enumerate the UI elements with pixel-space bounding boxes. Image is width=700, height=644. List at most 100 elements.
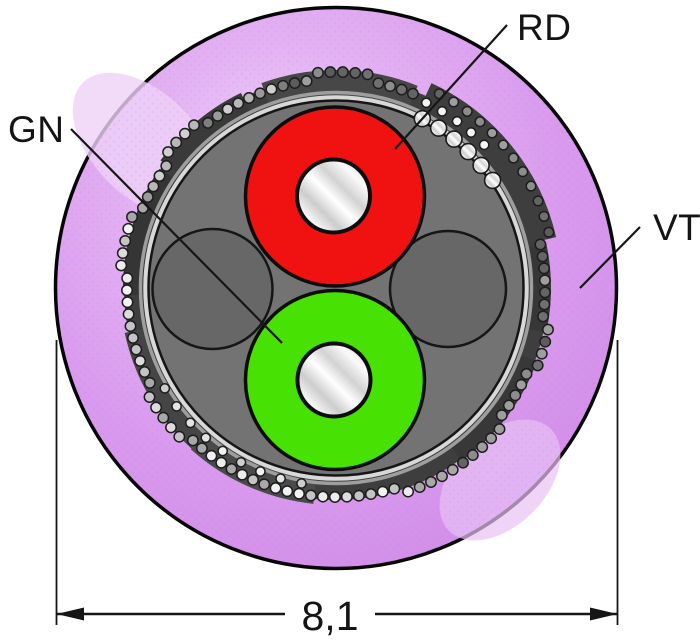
- braid-wire-dot: [281, 485, 294, 498]
- braid-wire-dot: [265, 83, 278, 96]
- braid-wire-dot: [515, 378, 528, 391]
- braid-wire-dot: [413, 481, 426, 494]
- braid-wire-dot: [536, 250, 549, 263]
- braid-wire-dot: [525, 180, 537, 192]
- braid-wires: [115, 66, 555, 503]
- braid-wire-dot: [349, 66, 362, 79]
- braid-wire-dot: [384, 80, 397, 93]
- braid-wire-dot: [217, 445, 229, 457]
- rd-leader-line: [394, 24, 508, 150]
- braid-wire-dot: [293, 487, 305, 500]
- braid-wire-dot: [376, 485, 389, 498]
- braid-wire-dot: [143, 376, 156, 389]
- braid-wire-dot: [157, 411, 170, 424]
- braid-wire-dot: [476, 441, 489, 453]
- braid-wire-dot: [141, 191, 154, 203]
- dimension-value: 8,1: [302, 593, 359, 639]
- dimension-arrow-right: [590, 607, 618, 621]
- braid-wire-dot: [517, 166, 529, 178]
- braid-wire-dot: [534, 238, 547, 251]
- braid-wire-dot: [254, 87, 267, 100]
- foil-layer-inner: [143, 95, 529, 481]
- filler-element-left: [151, 227, 274, 351]
- braid-wire-dot: [328, 491, 341, 503]
- braid-wire-dot: [364, 488, 377, 501]
- braid-wire-dot: [162, 146, 175, 159]
- braid-wire-dot: [115, 259, 128, 272]
- braid-wire-dot: [124, 320, 137, 333]
- braid-wire-dot: [153, 170, 166, 182]
- braid-wire-dot: [235, 456, 247, 468]
- braid-wire-dot: [311, 66, 324, 79]
- shield-patch: [123, 168, 178, 296]
- braid-wire-dot: [542, 323, 554, 336]
- braid-wire-dot: [160, 160, 173, 172]
- braid-wire-dot: [130, 343, 143, 356]
- braid-wire-dot: [195, 442, 208, 455]
- braid-wire-dot: [531, 359, 544, 372]
- foil-layer-outer: [138, 90, 534, 486]
- braid-wire-dot: [507, 152, 520, 164]
- braid-wire-dot: [277, 79, 289, 92]
- braid-wire-dot: [316, 490, 329, 503]
- gn-leader-line: [70, 128, 283, 344]
- braid-wire-dot: [188, 119, 200, 132]
- braid-wire-dot: [535, 347, 548, 360]
- label-green-conductor: GN: [8, 109, 65, 150]
- braid-wire-dot: [520, 368, 533, 380]
- green-conductor-core: [295, 341, 373, 419]
- drain-wire: [429, 119, 448, 137]
- braid-wire-dot: [170, 136, 183, 149]
- braid-wire-dot: [451, 115, 463, 127]
- braid-wire-dot: [372, 77, 385, 90]
- braid-wire-dot: [425, 476, 437, 488]
- braid-wire-dot: [340, 490, 353, 503]
- braid-wire-dot: [201, 116, 214, 129]
- braid-wire-dot: [436, 470, 448, 483]
- dimension-arrow-left: [56, 607, 84, 621]
- braid-wire-dot: [538, 262, 551, 275]
- braid-wire-dot: [352, 489, 365, 502]
- braid-wire-dot: [122, 308, 135, 321]
- braid-wire-dot: [255, 466, 266, 477]
- braid-wire-dot: [336, 66, 349, 79]
- braid-wire-dot: [232, 97, 245, 110]
- braid-wire-dot: [116, 247, 129, 260]
- braid-wire-dot: [493, 423, 506, 436]
- braid-wire-dot: [539, 286, 551, 299]
- inner-filling: [147, 99, 525, 477]
- braid-wire-dot: [247, 473, 259, 486]
- braid-wire-dot: [121, 284, 133, 297]
- braid-wire-dot: [173, 430, 186, 443]
- braid-wire-dot: [159, 383, 171, 394]
- braid-wire-dot: [538, 298, 551, 311]
- braid-wire-dot: [186, 434, 199, 447]
- braid-wire-dot: [185, 417, 196, 429]
- braid-wire-dot: [121, 272, 134, 285]
- braid-wire-dot: [509, 389, 522, 402]
- braid-wire-dot: [485, 432, 498, 445]
- braid-wire-dot: [178, 127, 191, 140]
- braid-wire-dot: [200, 432, 212, 444]
- braid-wire-dot: [275, 473, 286, 484]
- braid-wire-dot: [225, 463, 238, 475]
- leader-lines: [70, 24, 641, 344]
- filler-element-right: [388, 229, 508, 349]
- braid-wire-dot: [538, 274, 551, 287]
- braid-wire-dot: [258, 478, 271, 491]
- shield-patch: [524, 243, 551, 333]
- drain-wire: [459, 142, 478, 161]
- braid-wire-dot: [119, 234, 132, 247]
- shield-patch: [448, 353, 538, 462]
- drain-wire: [445, 130, 463, 148]
- label-red-conductor: RD: [517, 7, 571, 48]
- dimension: 8,1: [55, 340, 619, 639]
- red-conductor-core: [295, 157, 372, 235]
- braid-wire-dot: [215, 456, 228, 469]
- braid-wire-dot: [495, 409, 508, 422]
- braid-wire-dot: [143, 391, 156, 403]
- braid-wire-dot: [497, 139, 509, 151]
- braid-wire-dot: [537, 310, 550, 323]
- braid-wire-dot: [502, 399, 515, 412]
